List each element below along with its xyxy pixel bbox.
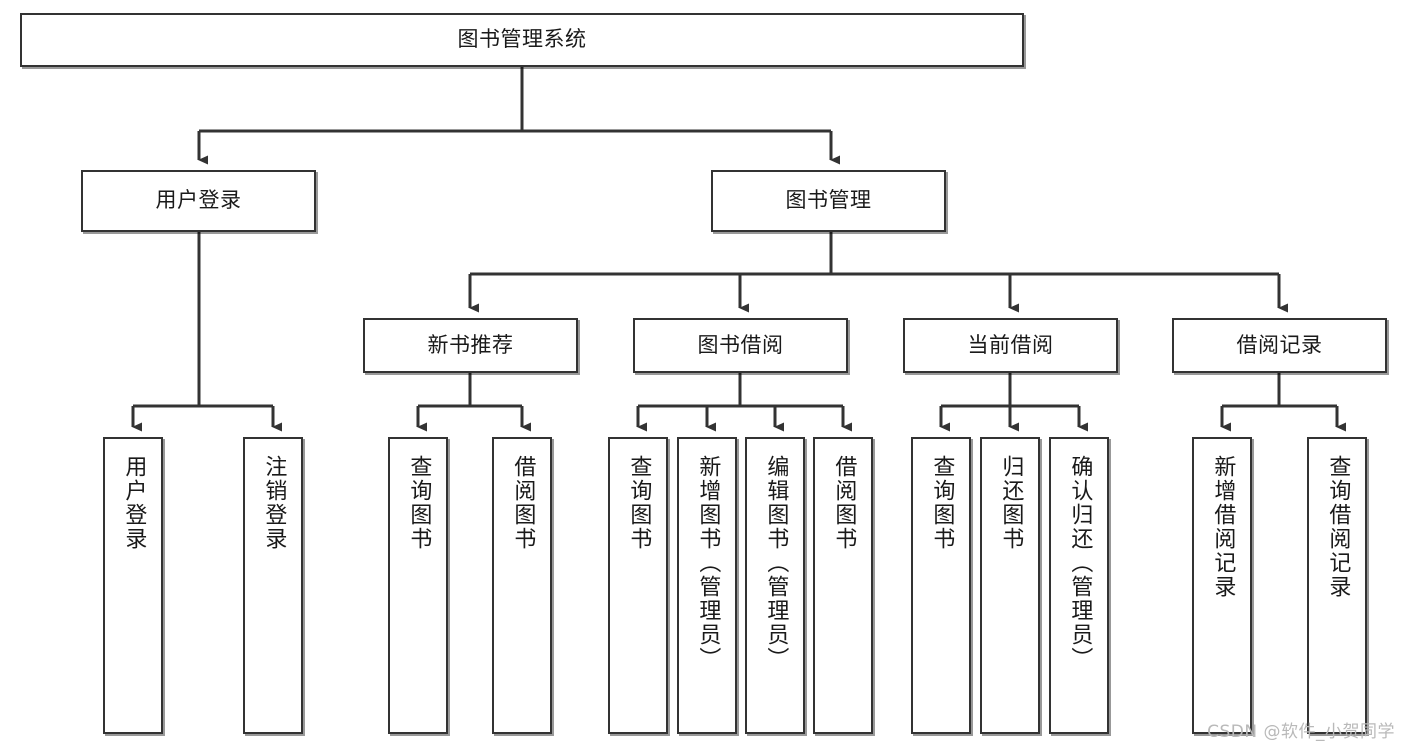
leaf-node-add-borrow-record[interactable]: 新增借阅记录 [1192, 437, 1252, 734]
node-book-management[interactable]: 图书管理 [711, 170, 946, 232]
node-label: 图书借阅 [697, 332, 784, 357]
node-current-borrow[interactable]: 当前借阅 [903, 318, 1118, 373]
leaf-node-query-book-borrow[interactable]: 查询图书 [608, 437, 668, 734]
node-label: 查询借阅记录 [1325, 455, 1351, 599]
node-label: 查询图书 [406, 455, 432, 551]
node-label: 新增借阅记录 [1210, 455, 1236, 599]
node-new-book-recommend[interactable]: 新书推荐 [363, 318, 578, 373]
node-label: 图书管理 [785, 188, 872, 213]
node-label: 借阅图书 [831, 455, 857, 551]
node-user-login[interactable]: 用户登录 [81, 170, 316, 232]
leaf-node-return-book[interactable]: 归还图书 [980, 437, 1040, 734]
node-borrow-record[interactable]: 借阅记录 [1172, 318, 1387, 373]
node-root-book-management-system[interactable]: 图书管理系统 [20, 13, 1024, 67]
leaf-node-user-login[interactable]: 用户登录 [103, 437, 163, 734]
node-label: 借阅记录 [1236, 332, 1323, 357]
leaf-node-logout-login[interactable]: 注销登录 [243, 437, 303, 734]
node-label: 查询图书 [626, 455, 652, 551]
node-book-borrow[interactable]: 图书借阅 [633, 318, 848, 373]
node-label: 查询图书 [929, 455, 955, 551]
node-label: 借阅图书 [510, 455, 536, 551]
node-label: 确认归还（管理员） [1067, 455, 1093, 671]
leaf-node-confirm-return-admin[interactable]: 确认归还（管理员） [1049, 437, 1109, 734]
node-label: 用户登录 [155, 188, 242, 213]
node-label: 新增图书（管理员） [695, 455, 721, 671]
node-label: 新书推荐 [427, 332, 514, 357]
leaf-node-borrow-book[interactable]: 借阅图书 [813, 437, 873, 734]
leaf-node-query-borrow-record[interactable]: 查询借阅记录 [1307, 437, 1367, 734]
node-label: 图书管理系统 [457, 27, 587, 52]
node-label: 注销登录 [261, 455, 287, 551]
node-label: 归还图书 [998, 455, 1024, 551]
leaf-node-borrow-book-recommend[interactable]: 借阅图书 [492, 437, 552, 734]
node-label: 用户登录 [121, 455, 147, 551]
leaf-node-query-book-recommend[interactable]: 查询图书 [388, 437, 448, 734]
leaf-node-add-book-admin[interactable]: 新增图书（管理员） [677, 437, 737, 734]
node-label: 当前借阅 [967, 332, 1054, 357]
leaf-node-edit-book-admin[interactable]: 编辑图书（管理员） [745, 437, 805, 734]
csdn-watermark: CSDN @软件_小贺同学 [1207, 722, 1395, 742]
node-label: 编辑图书（管理员） [763, 455, 789, 671]
leaf-node-query-book-current[interactable]: 查询图书 [911, 437, 971, 734]
